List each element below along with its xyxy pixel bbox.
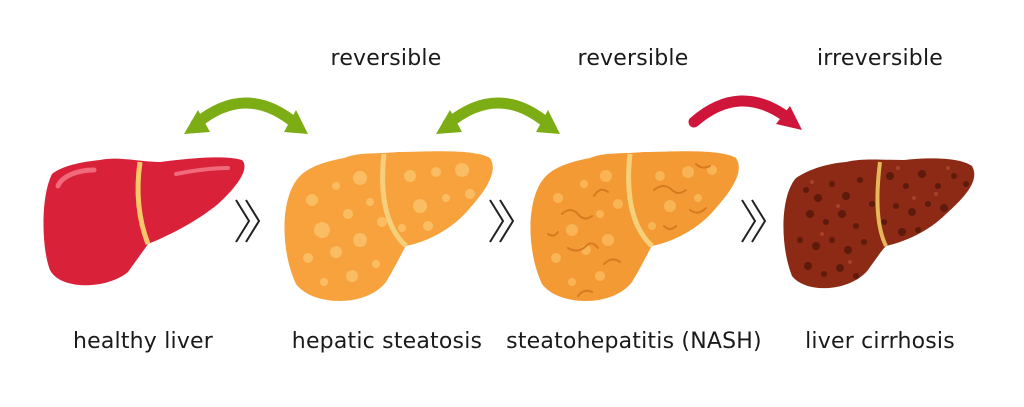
transition-label-reversible: reversible — [330, 46, 442, 71]
progression-chevron-icon — [741, 199, 767, 243]
progression-chevron-icon — [235, 199, 261, 243]
cirrhotic-liver-icon — [783, 158, 975, 289]
reversible-arrow-1 — [184, 97, 308, 134]
transition-label-irreversible: irreversible — [816, 46, 944, 71]
nash-liver-icon — [530, 151, 739, 301]
reversible-arrow-2 — [436, 97, 560, 134]
stage-label-healthy-liver: healthy liver — [72, 329, 214, 354]
stage-label-hepatic-steatosis: hepatic steatosis — [291, 329, 483, 354]
progression-chevron-icon — [489, 199, 515, 243]
transition-label-reversible: reversible — [577, 46, 689, 71]
stage-label-liver-cirrhosis: liver cirrhosis — [805, 329, 955, 354]
healthy-liver-icon — [43, 157, 245, 286]
fatty-liver-icon — [284, 151, 493, 301]
stage-label-steatohepatitis: steatohepatitis (NASH) — [506, 329, 762, 354]
irreversible-arrow — [688, 95, 802, 130]
